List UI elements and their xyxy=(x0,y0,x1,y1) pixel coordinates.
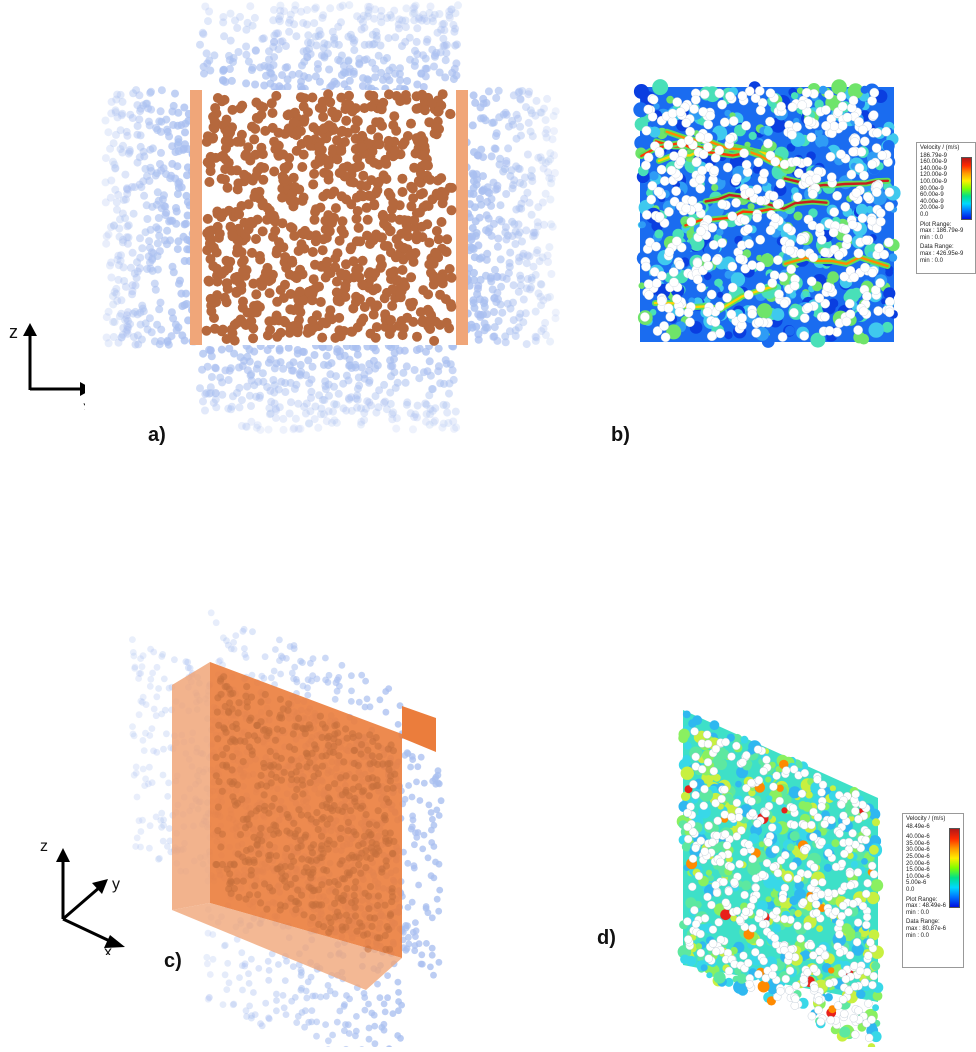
legend-b-plot-min: min : 0.0 xyxy=(920,235,972,242)
panel-d: d) xyxy=(560,560,976,1047)
velocity-field xyxy=(633,79,900,348)
legend-b-plot-max: max : 186.79e-9 xyxy=(920,228,972,235)
panel-c: z y x c) xyxy=(0,560,560,1047)
panel-c-drawing xyxy=(0,560,560,1047)
legend-d-data-range-label: Data Range: xyxy=(906,919,960,926)
legend-d-data-max: max : 80.87e-6 xyxy=(906,926,960,933)
pore-grains-left xyxy=(102,86,200,349)
panel-d-velocity-map xyxy=(560,560,976,1047)
panel-label-c: c) xyxy=(164,950,182,973)
pore-grains-top xyxy=(196,1,462,96)
legend-d-title: Velocity / (m/s) xyxy=(906,816,960,823)
axis-label-x: x xyxy=(83,399,85,410)
slab-left xyxy=(190,90,202,345)
panel-a: z x a) xyxy=(0,0,560,460)
panel-label-d: d) xyxy=(597,927,616,950)
legend-b-data-range-label: Data Range: xyxy=(920,244,972,251)
axis-indicator-a: z x xyxy=(5,320,85,410)
pore-grains-bottom xyxy=(196,341,460,434)
legend-d-data-min: min : 0.0 xyxy=(906,933,960,940)
axis-label-x: x xyxy=(104,944,112,955)
panel-b: b) xyxy=(560,0,976,460)
legend-b-title: Velocity / (m/s) xyxy=(920,145,972,152)
legend-d-plot-min: min : 0.0 xyxy=(906,910,960,917)
axis-label-z: z xyxy=(40,838,48,855)
panel-label-b: b) xyxy=(611,424,630,447)
box-right-slab xyxy=(402,706,436,752)
panel-label-a: a) xyxy=(148,424,166,447)
velocity-field-3d xyxy=(677,710,884,1047)
legend-b-plot-range-label: Plot Range: xyxy=(920,222,972,229)
pore-grains-right xyxy=(462,87,560,348)
axis-indicator-c: z y x xyxy=(30,835,160,955)
slab-right xyxy=(456,90,468,345)
legend-d-colorbar xyxy=(949,828,960,908)
legend-b-data-min: min : 0.0 xyxy=(920,258,972,265)
legend-b-colorbar xyxy=(961,157,972,220)
legend-b-data-max: max : 426.95e-9 xyxy=(920,251,972,258)
axis-label-z: z xyxy=(9,322,18,342)
box-left-face xyxy=(172,662,210,910)
axis-label-y: y xyxy=(112,876,120,893)
panel-b-velocity-map xyxy=(560,0,976,460)
